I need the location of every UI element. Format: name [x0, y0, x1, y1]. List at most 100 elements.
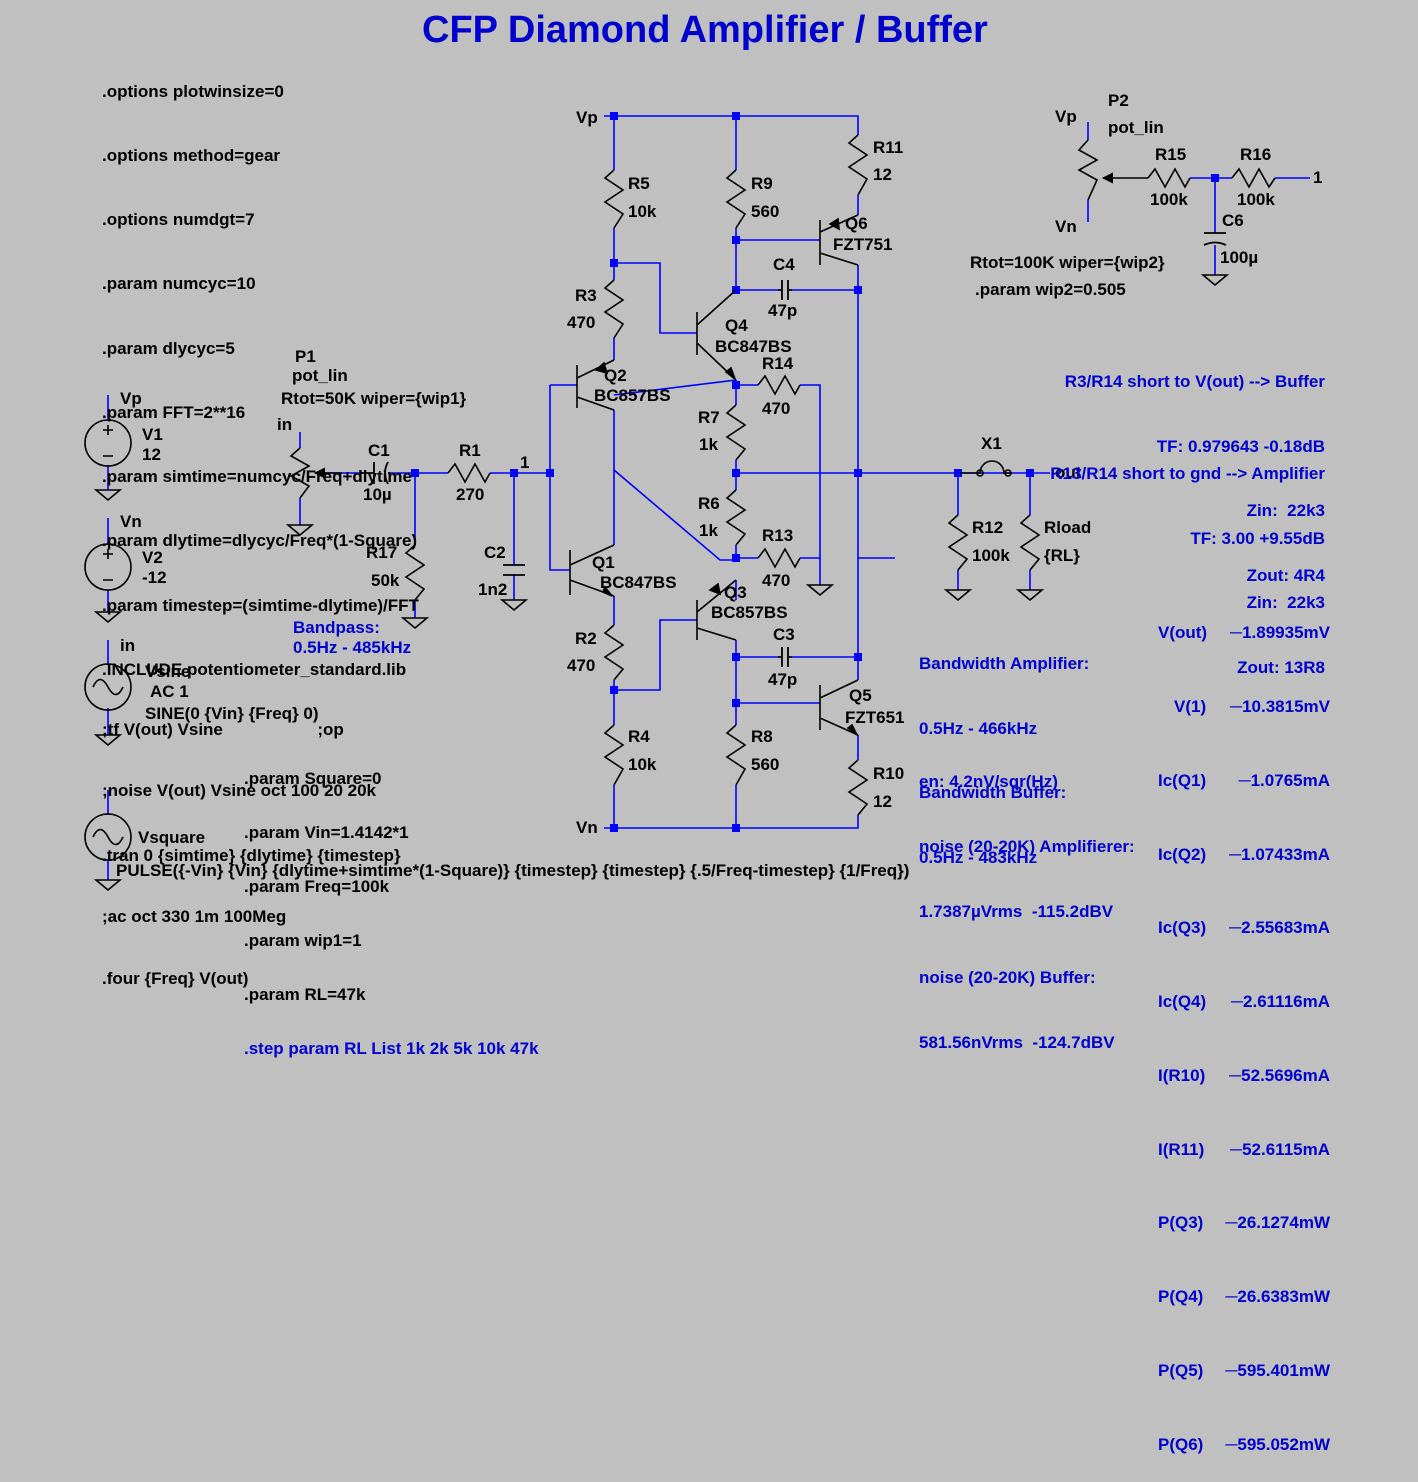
res-r2-value: 470 [567, 656, 596, 675]
net-label-vn: Vn [120, 512, 142, 531]
capacitor-c1 [360, 461, 390, 485]
note-buffer: R3/R14 short to V(out) --> Buffer TF: 0.… [1000, 328, 1325, 608]
res-r15-value: 100k [1150, 190, 1188, 209]
res-r9-value: 560 [751, 202, 780, 221]
pot-p2-param: .param wip2=0.505 [975, 280, 1126, 299]
note-line: R13/R14 short to gnd --> Amplifier [1050, 464, 1325, 483]
note-line: noise (20-20K) Buffer: [919, 967, 1096, 987]
res-r6-value: 1k [699, 521, 718, 540]
res-r5-value: 10k [628, 202, 657, 221]
probe-table: V(out)─1.89935mV V(1)─10.3815mV Ic(Q1)─1… [1150, 572, 1330, 1482]
res-r1-value: 270 [456, 485, 485, 504]
directive-line: .options numdgt=7 [102, 210, 255, 230]
transistor-q4-model: BC847BS [715, 337, 792, 356]
resistor-r2 [603, 624, 625, 681]
cap-c3-value: 47p [768, 670, 798, 689]
note-line: 1.7387µVrms -115.2dBV [919, 902, 1114, 922]
resistor-r9 [725, 169, 747, 229]
resistor-r6 [725, 489, 747, 546]
net-label-vp-p2: Vp [1055, 107, 1077, 126]
cap-c4-name: C4 [773, 255, 795, 274]
schematic-canvas: CFP Diamond Amplifier / Buffer .options … [84, 9, 1330, 1454]
probe-label: V(1) [1174, 696, 1207, 716]
probe-row: Ic(Q1)─1.0765mA [1150, 769, 1330, 794]
res-rload-name: Rload [1044, 518, 1092, 537]
wire-network [107, 115, 1310, 880]
transistor-q2 [576, 359, 615, 411]
transistor-q5-model: FZT651 [845, 708, 905, 727]
net-label-vp: Vp [120, 389, 142, 408]
directive-line: .tran 0 {simtime} {dlytime} {timestep} [102, 845, 401, 865]
param-line: .param Vin=1.4142*1 [244, 823, 409, 842]
note-line: R3/R14 short to V(out) --> Buffer [1064, 372, 1325, 391]
res-r6-name: R6 [698, 494, 720, 513]
voltage-source-v1 [84, 419, 132, 467]
probe-row: I(R11)─52.6115mA [1150, 1138, 1330, 1163]
note-bandwidth: Bandwidth Amplifier: 0.5Hz - 466kHz Band… [919, 610, 1089, 890]
param-line: .param Freq=100k [244, 877, 390, 896]
junction-dots [411, 112, 1219, 832]
probe-label: P(Q5) [1158, 1361, 1204, 1380]
potentiometer-p1 [289, 447, 311, 499]
note-line: Zout: 13R8 [1237, 657, 1325, 677]
directive-line: .options method=gear [102, 146, 281, 166]
ground-r13 [805, 584, 835, 597]
ground-c2 [499, 599, 529, 612]
schematic-drawing [84, 112, 1310, 892]
res-r1-name: R1 [459, 441, 481, 460]
cap-c1-value: 10µ [363, 485, 392, 504]
net-label-out: out [1055, 463, 1082, 482]
ground-p1 [285, 524, 315, 537]
resistor-r5 [603, 169, 625, 229]
source-vsine-value: SINE(0 {Vin} {Freq} 0) [145, 704, 319, 723]
res-r4-name: R4 [628, 727, 650, 746]
transistor-q4 [696, 289, 737, 382]
probe-label: Ic(Q3) [1158, 918, 1207, 938]
param-line: .param RL=47k [244, 985, 366, 1004]
transistor-q1-model: BC847BS [600, 573, 677, 592]
probe-label: P(Q6) [1158, 1434, 1204, 1454]
res-r7-name: R7 [698, 408, 720, 427]
probe-row: V(1)─10.3815mV [1150, 695, 1330, 720]
probe-value: ─1.0765mA [1238, 770, 1330, 790]
ground-rload [1015, 589, 1045, 602]
ground-r12 [943, 589, 973, 602]
transistor-q5-name: Q5 [849, 686, 872, 705]
pot-p2-name: P2 [1108, 91, 1129, 110]
probe-row: P(Q5)─595.401mW [1150, 1359, 1330, 1384]
directive-line: ;noise V(out) Vsine oct 100 20 20k [102, 780, 376, 800]
resistor-r1 [447, 462, 491, 484]
pot-p1-name: P1 [295, 347, 316, 366]
ground-v2 [93, 611, 123, 624]
transistor-q6-model: FZT751 [833, 235, 893, 254]
probe-label: P(Q3) [1158, 1213, 1204, 1233]
ground-vsquare [93, 879, 123, 892]
res-r8-name: R8 [751, 727, 773, 746]
res-r3-name: R3 [575, 286, 597, 305]
transistor-q3 [696, 579, 737, 641]
probe-row: P(Q4)─26.6383mW [1150, 1285, 1330, 1310]
step-directive: .step param RL List 1k 2k 5k 10k 47k [244, 1039, 539, 1058]
resistor-r7 [725, 404, 747, 461]
probe-label: I(R11) [1158, 1139, 1205, 1159]
resistor-r3 [603, 279, 625, 339]
probe-label: V(out) [1158, 623, 1208, 643]
ground-vsine [93, 734, 123, 747]
transistor-q1 [569, 544, 615, 597]
res-r14-value: 470 [762, 399, 791, 418]
voltage-source-v2 [84, 543, 132, 591]
directive-line: .param FFT=2**16 [102, 402, 246, 422]
note-bandpass-title: Bandpass: [293, 618, 380, 637]
res-r10-name: R10 [873, 764, 905, 783]
res-r13-name: R13 [762, 526, 794, 545]
probe-row: P(Q6)─595.052mW [1150, 1433, 1330, 1458]
voltage-source-vsine [84, 663, 132, 711]
note-line: Bandwidth Amplifier: [919, 654, 1090, 673]
cap-c4-value: 47p [768, 301, 798, 320]
res-r5-name: R5 [628, 174, 650, 193]
probe-label: P(Q4) [1158, 1287, 1204, 1307]
directive-line: ;tf V(out) Vsine ;op [102, 720, 344, 739]
net-label-vn-p2: Vn [1055, 217, 1077, 236]
note-line: Zin: 22k3 [1246, 593, 1325, 612]
res-r8-value: 560 [751, 755, 780, 774]
